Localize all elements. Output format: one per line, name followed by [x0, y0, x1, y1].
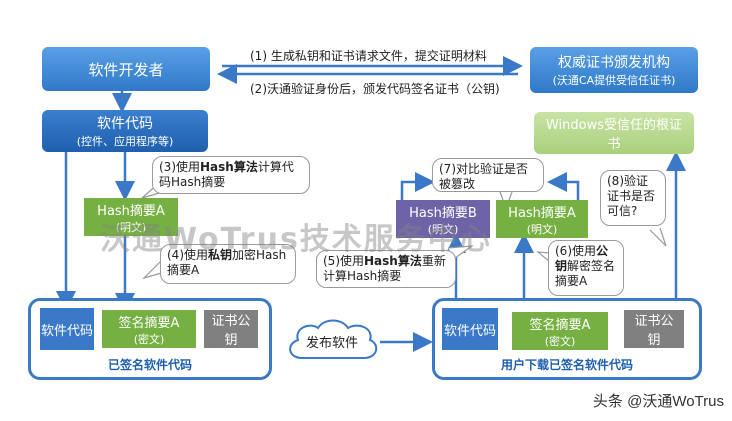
- right-sig-box: 签名摘要A (密文): [512, 312, 608, 350]
- source-signature: 头条 @沃通WoTrus: [592, 393, 724, 410]
- hash-b-node: Hash摘要B (明文): [396, 200, 490, 238]
- cloud-label: 发布软件: [305, 335, 358, 351]
- ca-sublabel: (沃通CA提供受信任证书): [552, 74, 676, 87]
- arrow-hasha-compare: [547, 172, 580, 200]
- right-cert-box: 证书公钥: [624, 310, 684, 348]
- watermark-text: 沃通WoTrus技术服务中心: [100, 222, 492, 257]
- ca-node: 权威证书颁发机构 (沃通CA提供受信任证书): [530, 47, 698, 93]
- callout8-pointer: [649, 227, 667, 247]
- callout-step6: (6)使用公钥解密签名摘要A: [548, 240, 624, 296]
- callout-step4: (4)使用私钥加密Hash摘要A: [160, 244, 296, 284]
- developer-label: 软件开发者: [88, 60, 164, 79]
- callout-step8: (8)验证证书是否可信?: [600, 170, 666, 226]
- callout-step5: (5)使用Hash算法重新计算Hash摘要: [316, 250, 456, 288]
- windows-root-label: Windows受信任的根证书: [545, 118, 683, 152]
- hash-a-right-node: Hash摘要A (明文): [496, 200, 588, 238]
- right-package-caption: 用户下载已签名软件代码: [500, 358, 633, 372]
- ca-label: 权威证书颁发机构: [558, 55, 670, 71]
- developer-node: 软件开发者: [42, 47, 210, 91]
- callout-step7: (7)对比验证是否被篡改: [432, 158, 544, 192]
- software-code-node: 软件代码 (控件、应用程序等): [42, 110, 208, 152]
- callout-step3: (3)使用Hash算法计算代码Hash摘要: [152, 156, 310, 194]
- software-code-label: 软件代码: [97, 116, 153, 132]
- cloud-shape: [289, 319, 378, 359]
- left-cert-box: 证书公钥: [204, 310, 258, 348]
- hash-a-left-node: Hash摘要A (明文): [84, 198, 178, 236]
- left-code-box: 软件代码: [40, 308, 94, 350]
- arrow-hashb-compare: [400, 172, 435, 200]
- right-code-box: 软件代码: [442, 308, 498, 350]
- windows-root-node: Windows受信任的根证书: [534, 112, 694, 154]
- left-package-caption: 已签名软件代码: [107, 358, 192, 372]
- left-sig-box: 签名摘要A (密文): [102, 310, 196, 348]
- step1-label: (1) 生成私钥和证书请求文件，提交证明材料: [250, 49, 487, 63]
- step2-label: (2)沃通验证身份后，颁发代码签名证书（公钥): [250, 82, 500, 96]
- software-code-sublabel: (控件、应用程序等): [76, 135, 174, 148]
